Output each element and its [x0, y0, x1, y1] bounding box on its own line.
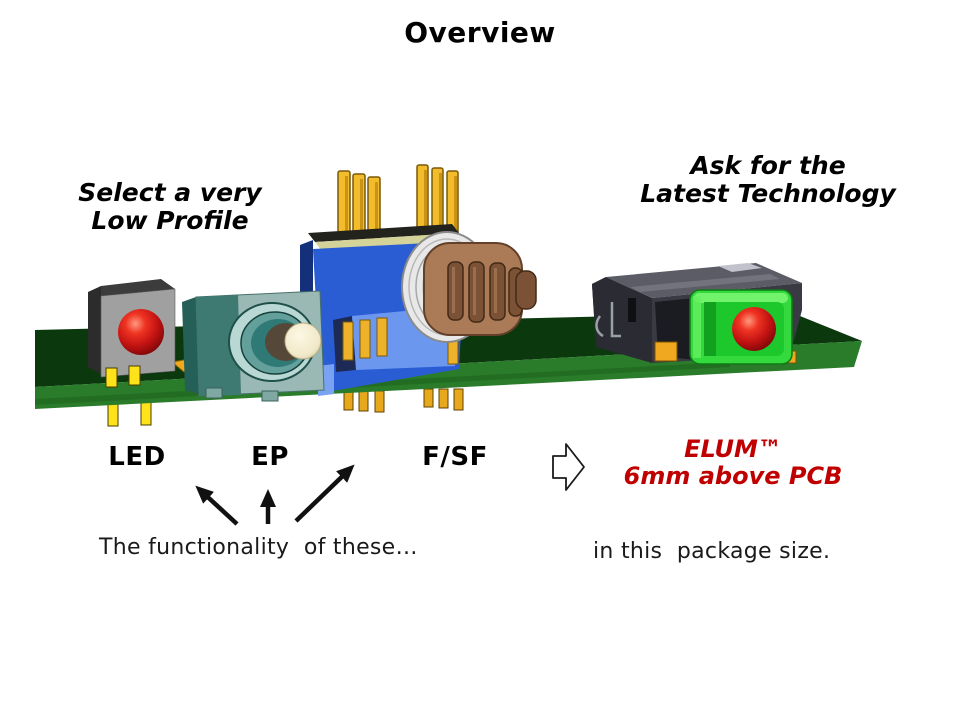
- elum-switch-graphic: [592, 263, 802, 365]
- green-lens: [689, 289, 793, 365]
- arrow-up-right-icon: [294, 464, 355, 523]
- annotation-arrows: [195, 464, 355, 526]
- left-caption-line2: Low Profile: [91, 206, 249, 235]
- red-dome: [118, 309, 164, 355]
- bottom-right-text: in this package size.: [593, 539, 831, 564]
- label-ep: EP: [251, 442, 289, 472]
- copper-actuator: [423, 242, 537, 336]
- gold-pin-shading: [345, 170, 457, 235]
- right-caption: Ask for the Latest Technology: [598, 152, 938, 208]
- left-caption: Select a very Low Profile: [20, 179, 320, 235]
- block-arrow-right-icon: [552, 443, 585, 491]
- bottom-left-text: The functionality of these…: [99, 535, 418, 560]
- elum-note-line1: ELUM™: [684, 435, 782, 463]
- right-caption-line1: Ask for the: [690, 151, 846, 180]
- left-caption-line1: Select a very: [78, 178, 262, 207]
- red-dome: [732, 307, 776, 351]
- elum-note: ELUM™ 6mm above PCB: [583, 436, 883, 490]
- arrow-up-left-icon: [195, 485, 239, 526]
- label-led: LED: [108, 442, 166, 472]
- page-title: Overview: [404, 16, 556, 49]
- right-caption-line2: Latest Technology: [640, 179, 896, 208]
- label-fsf: F/SF: [422, 442, 488, 472]
- elum-note-line2: 6mm above PCB: [623, 462, 843, 490]
- contact-foot: [654, 341, 678, 362]
- led-switch-graphic: [88, 279, 176, 388]
- ivory-plunger: [284, 322, 322, 360]
- ep-switch-graphic: [182, 290, 325, 402]
- fsf-switch-graphic: [300, 164, 537, 396]
